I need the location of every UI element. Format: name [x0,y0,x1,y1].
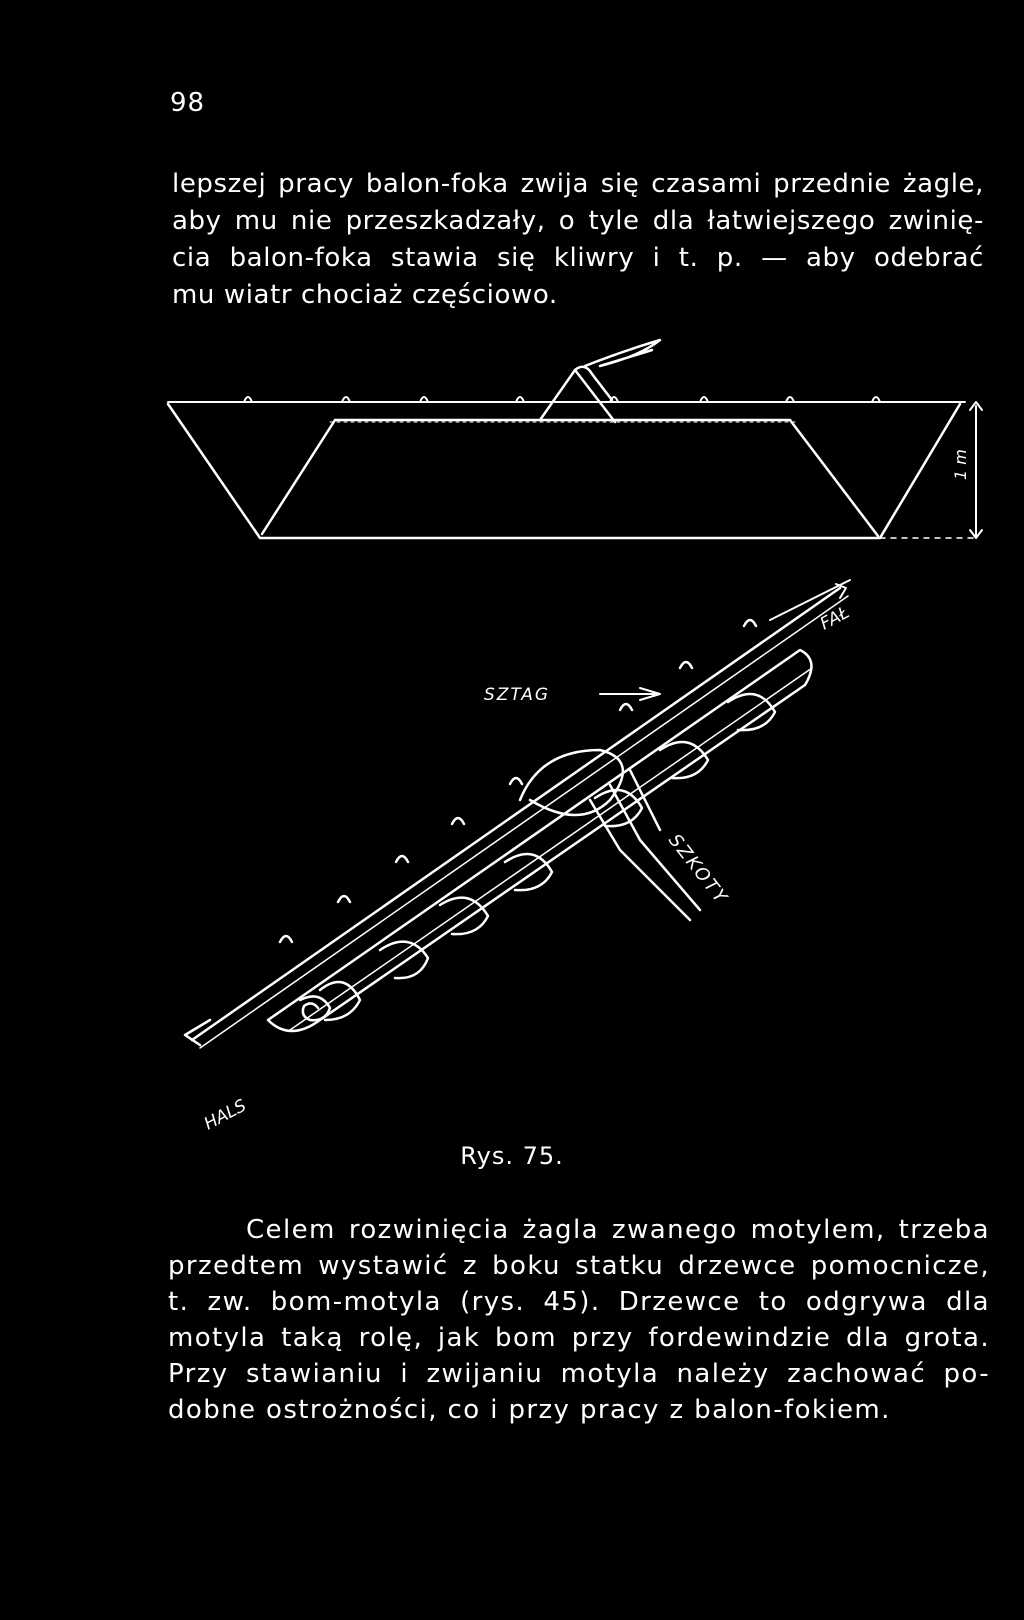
text-line: Celem rozwinięcia żagla zwanego motylem,… [246,1215,990,1245]
figure-caption: Rys. 75. [460,1142,564,1170]
text-line: lepszej pracy balon-foka zwija się czasa… [172,169,984,199]
figure-illustration: 1 m SZTAG FAŁ SZKOTY HALS [166,338,983,1135]
bottom-paragraph: Celem rozwinięcia żagla zwanego motylem,… [168,1212,990,1428]
hals-label: HALS [201,1096,250,1135]
text-line: cia balon-foka stawia się kliwry i t. p.… [172,243,984,273]
text-line: aby mu nie przeszkadzały, o tyle dla łat… [172,206,984,236]
text-line: Przy stawianiu i zwijaniu motyla należy … [168,1359,990,1389]
sztag-label: SZTAG [484,685,550,705]
fal-label: FAŁ [817,603,853,635]
page-number: 98 [170,88,206,118]
text-line: t. zw. bom-motyla (rys. 45). Drzewce to … [168,1287,990,1317]
text-line: przedtem wystawić z boku statku drzewce … [168,1251,990,1281]
text-line: motyla taką rolę, jak bom przy fordewind… [168,1323,990,1353]
szkoty-label: SZKOTY [664,830,732,909]
text-line: mu wiatr chociaż częściowo. [172,280,558,310]
furled-sail-sketch [183,579,851,1049]
top-paragraph: lepszej pracy balon-foka zwija się czasa… [172,166,984,314]
text-line: dobne ostrożności, co i przy pracy z bal… [168,1395,891,1425]
measure-label: 1 m [951,449,970,480]
sail-sketch [166,338,983,540]
